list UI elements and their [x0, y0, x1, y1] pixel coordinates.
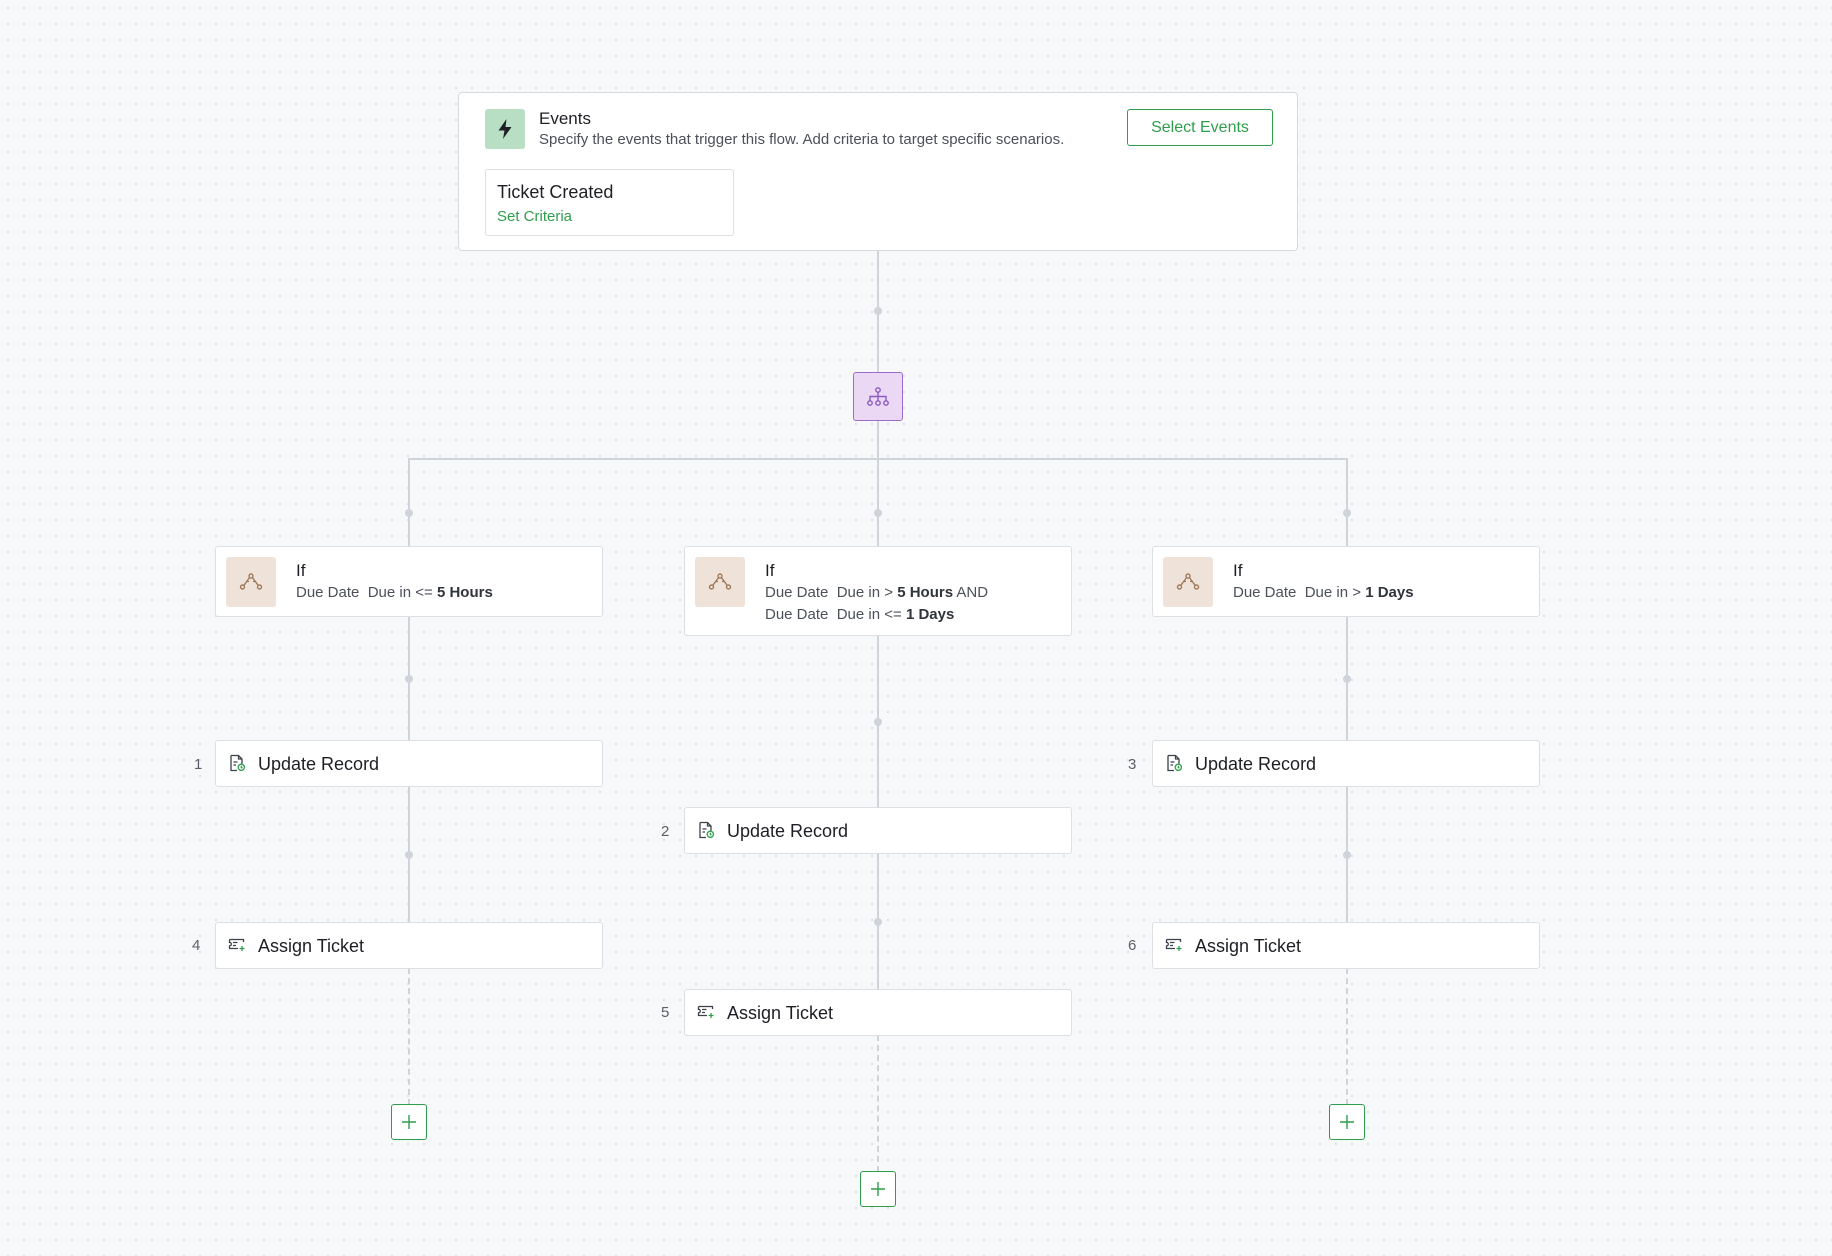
action-update-record[interactable]: Update Record [1152, 740, 1540, 787]
trigger-event-name: Ticket Created [497, 182, 614, 202]
connector-dot [874, 718, 882, 726]
action-label: Assign Ticket [1195, 936, 1302, 956]
assign-ticket-icon [1165, 938, 1182, 951]
condition-card-3[interactable]: If Due Date Due in > 1 Days [1152, 546, 1540, 617]
condition-title: If [296, 561, 306, 580]
assign-ticket-icon [697, 1005, 714, 1018]
connector-b3-dash [1346, 968, 1348, 1105]
condition-icon [1163, 557, 1213, 607]
events-description: Specify the events that trigger this flo… [539, 131, 1065, 148]
step-number: 4 [192, 937, 201, 954]
plus-icon [871, 1182, 885, 1196]
action-assign-ticket[interactable]: Assign Ticket [684, 989, 1072, 1036]
connector-branch-3 [1346, 458, 1348, 546]
connector-dot [405, 509, 413, 517]
plus-icon [1340, 1115, 1354, 1129]
condition-title: If [1233, 561, 1243, 580]
add-step-button-branch-2[interactable] [860, 1171, 896, 1207]
condition-line: Due Date Due in <= 5 Hours [296, 584, 493, 601]
condition-line: Due Date Due in > 1 Days [1233, 584, 1414, 601]
connector-dot [874, 918, 882, 926]
condition-line: Due Date Due in > 5 Hours AND [765, 584, 989, 601]
branch-tree-icon [867, 386, 889, 406]
connector-b1-dash [408, 968, 410, 1105]
connector-branch-2 [877, 458, 879, 546]
assign-ticket-icon [228, 938, 245, 951]
condition-title: If [765, 561, 775, 580]
action-update-record[interactable]: Update Record [215, 740, 603, 787]
step-number: 1 [194, 756, 203, 773]
add-step-button-branch-1[interactable] [391, 1104, 427, 1140]
update-record-icon [1167, 754, 1183, 772]
add-step-button-branch-3[interactable] [1329, 1104, 1365, 1140]
update-record-icon [699, 821, 715, 839]
step-number: 5 [661, 1004, 670, 1021]
condition-line: Due Date Due in <= 1 Days [765, 606, 955, 623]
action-label: Assign Ticket [258, 936, 365, 956]
connector-dot [1343, 675, 1351, 683]
connector-b2-dash [877, 1035, 879, 1172]
connector-branch-1 [408, 458, 410, 546]
connector-dot [405, 675, 413, 683]
condition-icon [695, 557, 745, 607]
connector-dot [874, 307, 882, 315]
action-update-record[interactable]: Update Record [684, 807, 1072, 854]
connector-dot [874, 509, 882, 517]
lightning-icon [485, 109, 525, 149]
action-assign-ticket[interactable]: Assign Ticket [215, 922, 603, 969]
connector-branch-stem [877, 421, 879, 459]
select-events-button[interactable]: Select Events [1127, 109, 1273, 146]
action-label: Update Record [1195, 754, 1317, 774]
step-number: 6 [1128, 937, 1137, 954]
action-assign-ticket[interactable]: Assign Ticket [1152, 922, 1540, 969]
update-record-icon [230, 754, 246, 772]
step-number: 2 [661, 823, 670, 840]
condition-icon [226, 557, 276, 607]
connector-dot [1343, 509, 1351, 517]
action-label: Update Record [727, 821, 849, 841]
connector-dot [1343, 851, 1351, 859]
step-number: 3 [1128, 756, 1137, 773]
action-label: Assign Ticket [727, 1003, 834, 1023]
events-title: Events [539, 109, 591, 128]
trigger-event-card[interactable]: Ticket Created Set Criteria [485, 169, 734, 236]
connector-dot [405, 851, 413, 859]
branch-node[interactable] [853, 372, 903, 421]
events-card: Events Specify the events that trigger t… [458, 92, 1298, 251]
condition-card-2[interactable]: If Due Date Due in > 5 Hours AND Due Dat… [684, 546, 1072, 636]
condition-card-1[interactable]: If Due Date Due in <= 5 Hours [215, 546, 603, 617]
plus-icon [402, 1115, 416, 1129]
set-criteria-link[interactable]: Set Criteria [497, 208, 573, 225]
action-label: Update Record [258, 754, 380, 774]
